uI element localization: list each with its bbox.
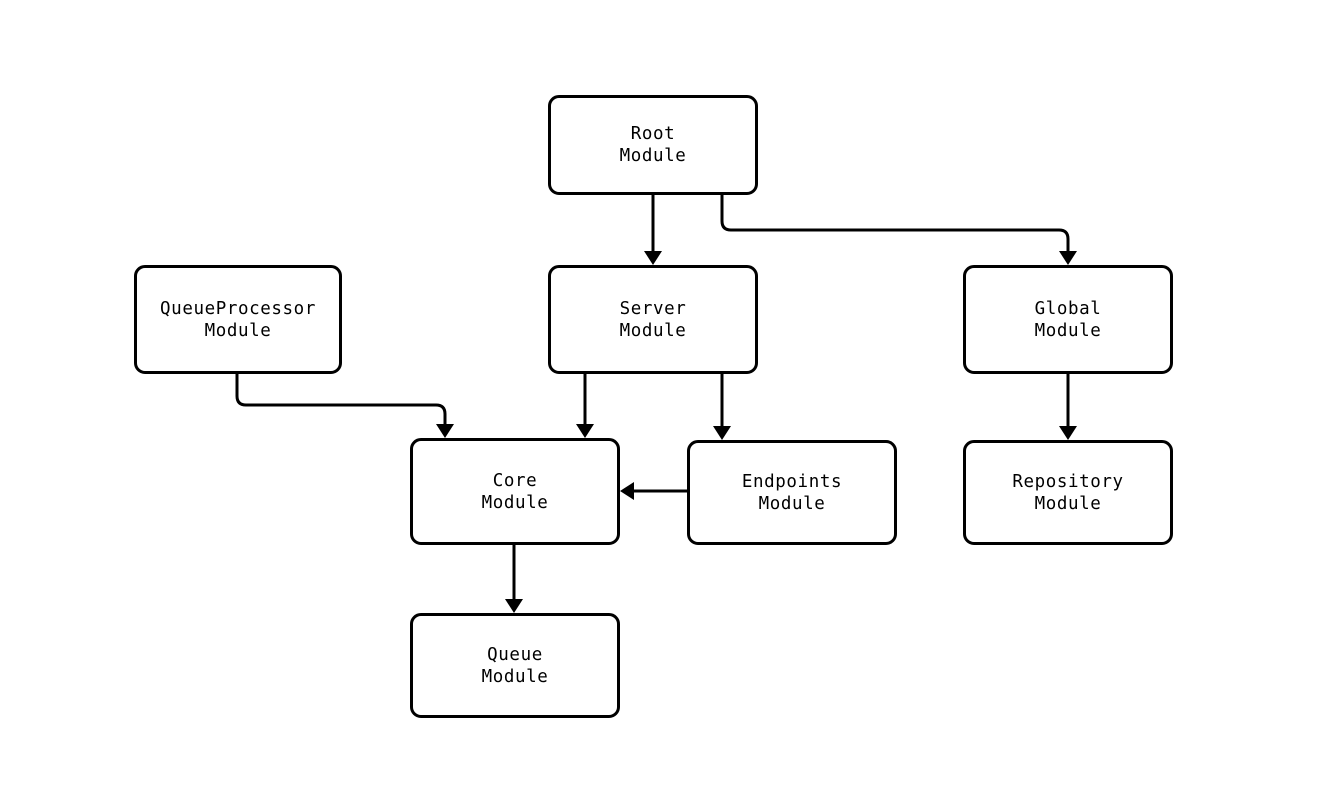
arrowhead-icon	[1059, 426, 1077, 440]
edge-line	[235, 374, 447, 425]
edge-global-to-repository	[1059, 374, 1077, 440]
edge-endpoints-to-core	[620, 482, 687, 500]
node-label-secondary: Module	[1034, 493, 1102, 514]
arrowhead-icon	[713, 426, 731, 440]
node-label-primary: Queue	[487, 644, 543, 665]
edge-server-to-endpoints	[713, 374, 731, 440]
node-label-primary: Core	[492, 470, 538, 491]
arrowhead-icon	[576, 424, 594, 438]
edge-root-to-global	[720, 195, 1077, 265]
arrowhead-icon	[644, 251, 662, 265]
edge-core-to-queue	[505, 545, 523, 613]
edge-queueprocessor-to-core	[235, 374, 454, 438]
arrowhead-icon	[1059, 251, 1077, 265]
node-label-secondary: Module	[481, 492, 549, 513]
node-label-secondary: Module	[619, 320, 687, 341]
node-label-secondary: Module	[204, 320, 272, 341]
node-label-primary: Global	[1034, 298, 1102, 319]
node-label-secondary: Module	[1034, 320, 1102, 341]
node-label-primary: Endpoints	[741, 471, 843, 492]
node-label-primary: QueueProcessor	[160, 298, 316, 319]
edge-server-to-core	[576, 374, 594, 438]
edge-root-to-server	[644, 195, 662, 265]
node-label-secondary: Module	[758, 493, 826, 514]
node-label-primary: Server	[619, 298, 687, 319]
edge-line	[720, 195, 1070, 252]
arrowhead-icon	[620, 482, 634, 500]
node-label-secondary: Module	[619, 146, 687, 166]
node-label-primary: Repository	[1012, 471, 1124, 492]
arrowhead-icon	[505, 599, 523, 613]
arrowhead-icon	[436, 424, 454, 438]
node-label-primary: Root	[630, 124, 676, 144]
node-label-secondary: Module	[481, 666, 549, 687]
